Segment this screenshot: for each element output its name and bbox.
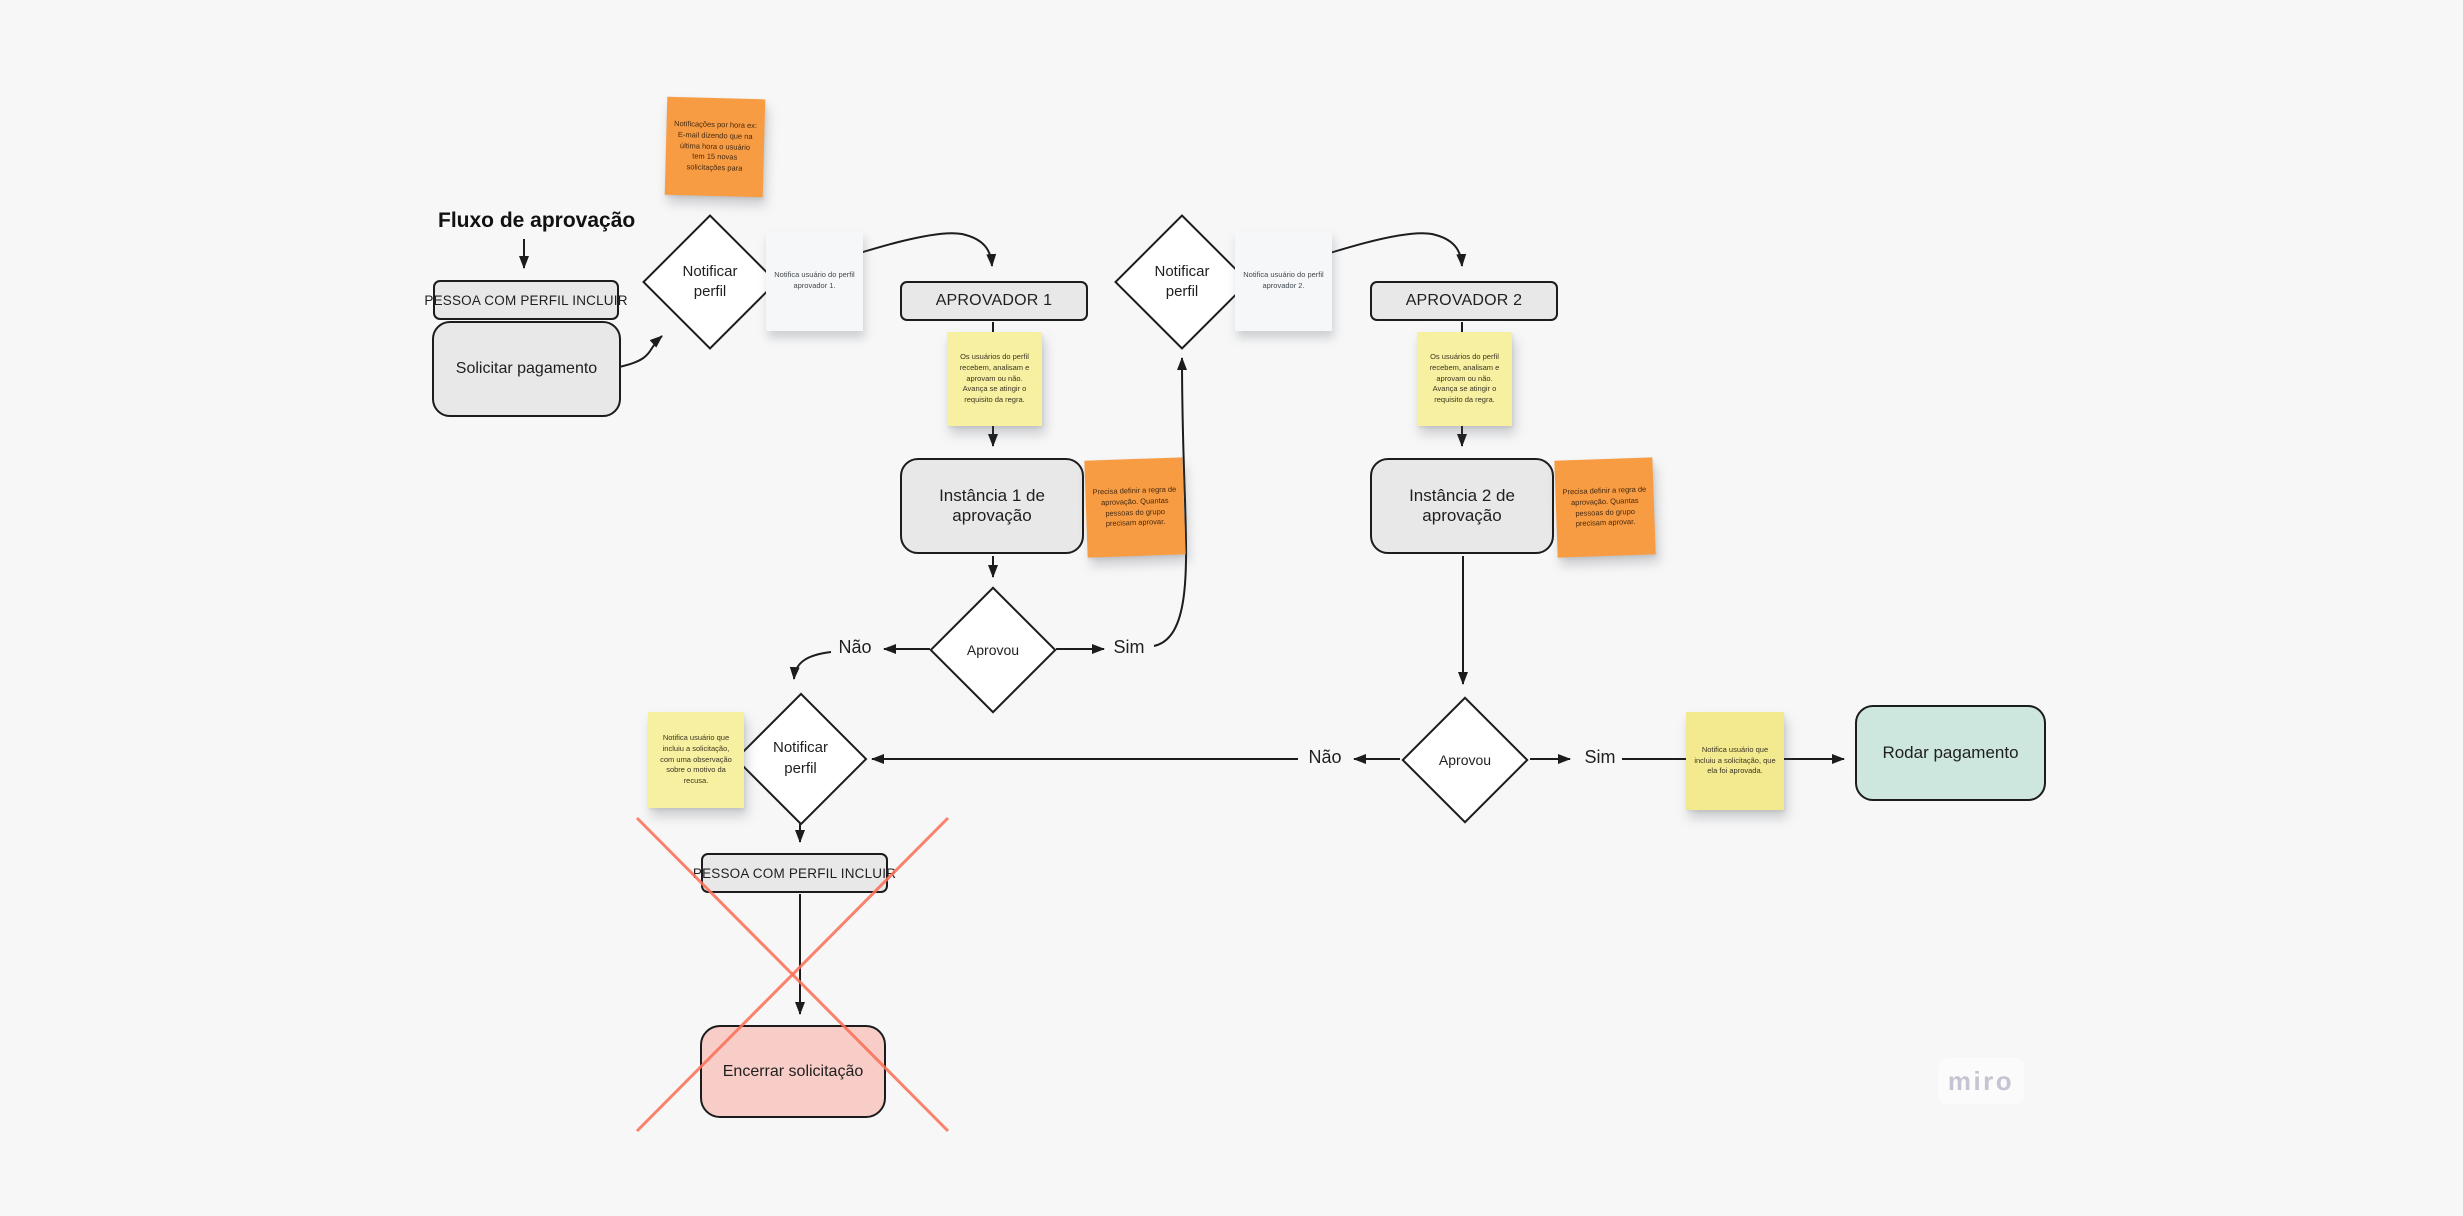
sticky-notifica-recusa[interactable]: Notifica usuário que incluiu a solicitaç… [648, 712, 744, 808]
sticky-usuarios-recebem-1[interactable]: Os usuários do perfil recebem, analisam … [947, 332, 1042, 426]
node-solicitar-pagamento[interactable]: Solicitar pagamento [432, 321, 621, 417]
sticky-notifica-aprovador-2[interactable]: Notifica usuário do perfil aprovador 2. [1235, 231, 1332, 331]
node-aprovador-1[interactable]: APROVADOR 1 [900, 281, 1088, 321]
sticky-notifica-aprovador-1[interactable]: Notifica usuário do perfil aprovador 1. [766, 231, 863, 331]
node-pessoa-perfil-incluir-2[interactable]: PESSOA COM PERFIL INCLUIR [693, 853, 896, 893]
node-notificar-perfil-1[interactable]: Notificar perfil [642, 214, 778, 350]
node-instancia-2[interactable]: Instância 2 de aprovação [1370, 458, 1554, 554]
sticky-text: Notifica usuário que incluiu a solicitaç… [660, 732, 732, 786]
node-aprovou-1[interactable]: Aprovou [929, 586, 1057, 714]
node-label: Aprovou [966, 641, 1020, 658]
sticky-text: Os usuários do perfil recebem, analisam … [1429, 351, 1500, 405]
node-label: Notificar perfil [682, 262, 738, 300]
sticky-text: Precisa definir a regra de aprovação. Qu… [1562, 484, 1647, 529]
node-label: Aprovou [1438, 751, 1492, 768]
sticky-text: Precisa definir a regra de aprovação. Qu… [1092, 484, 1177, 529]
crossout-line-2[interactable] [635, 816, 950, 1133]
node-label: PESSOA COM PERFIL INCLUIR [692, 865, 897, 881]
node-encerrar-solicitacao[interactable]: Encerrar solicitação [700, 1025, 886, 1118]
sticky-text: Notifica usuário do perfil aprovador 1. [774, 270, 855, 290]
miro-logo-text: miro [1947, 1065, 2015, 1096]
connector-solicitar-to-notificar1[interactable] [618, 335, 663, 368]
sticky-text: Notifica usuário do perfil aprovador 2. [1243, 270, 1324, 290]
node-instancia-1[interactable]: Instância 1 de aprovação [900, 458, 1084, 554]
diagram-title[interactable]: Fluxo de aprovação [438, 209, 636, 232]
node-rodar-pagamento[interactable]: Rodar pagamento [1855, 705, 2046, 801]
node-label: APROVADOR 2 [1405, 292, 1523, 309]
node-label: Encerrar solicitação [722, 1062, 864, 1080]
connector-nao1-to-notificar3[interactable] [789, 651, 832, 680]
node-notificar-perfil-2[interactable]: Notificar perfil [1114, 214, 1250, 350]
node-label: Notificar perfil [1154, 262, 1210, 300]
node-label: Rodar pagamento [1882, 743, 2019, 762]
connector-sim1-to-notificar2[interactable] [1153, 357, 1188, 647]
edge-label-sim-2[interactable]: Sim [1584, 747, 1616, 767]
sticky-notifica-aprovada[interactable]: Notifica usuário que incluiu a solicitaç… [1686, 712, 1784, 810]
node-pessoa-perfil-incluir-1[interactable]: PESSOA COM PERFIL INCLUIR [424, 280, 627, 320]
miro-watermark: miro [1938, 1058, 2024, 1104]
node-label: Notificar perfil [772, 739, 828, 777]
node-label: APROVADOR 1 [935, 292, 1053, 309]
sticky-regra-aprovacao-1[interactable]: Precisa definir a regra de aprovação. Qu… [1084, 457, 1186, 558]
sticky-notificacoes-por-hora[interactable]: Notificações por hora ex: E-mail dizendo… [664, 96, 766, 198]
node-label: Instância 2 de aprovação [1409, 486, 1515, 525]
sticky-text: Os usuários do perfil recebem, analisam … [959, 351, 1030, 405]
edge-label-nao-2[interactable]: Não [1308, 747, 1342, 767]
node-label: PESSOA COM PERFIL INCLUIR [424, 292, 628, 308]
node-label: Solicitar pagamento [455, 360, 598, 377]
node-aprovou-2[interactable]: Aprovou [1401, 696, 1529, 824]
node-notificar-perfil-3[interactable]: Notificar perfil [734, 692, 867, 825]
sticky-regra-aprovacao-2[interactable]: Precisa definir a regra de aprovação. Qu… [1554, 457, 1656, 558]
sticky-usuarios-recebem-2[interactable]: Os usuários do perfil recebem, analisam … [1417, 332, 1512, 426]
node-label: Instância 1 de aprovação [939, 486, 1045, 525]
edge-label-sim-1[interactable]: Sim [1113, 637, 1145, 657]
edge-label-nao-1[interactable]: Não [838, 637, 872, 657]
node-aprovador-2[interactable]: APROVADOR 2 [1370, 281, 1558, 321]
sticky-text: Notifica usuário que incluiu a solicitaç… [1694, 744, 1776, 776]
sticky-text: Notificações por hora ex: E-mail dizendo… [674, 118, 758, 174]
